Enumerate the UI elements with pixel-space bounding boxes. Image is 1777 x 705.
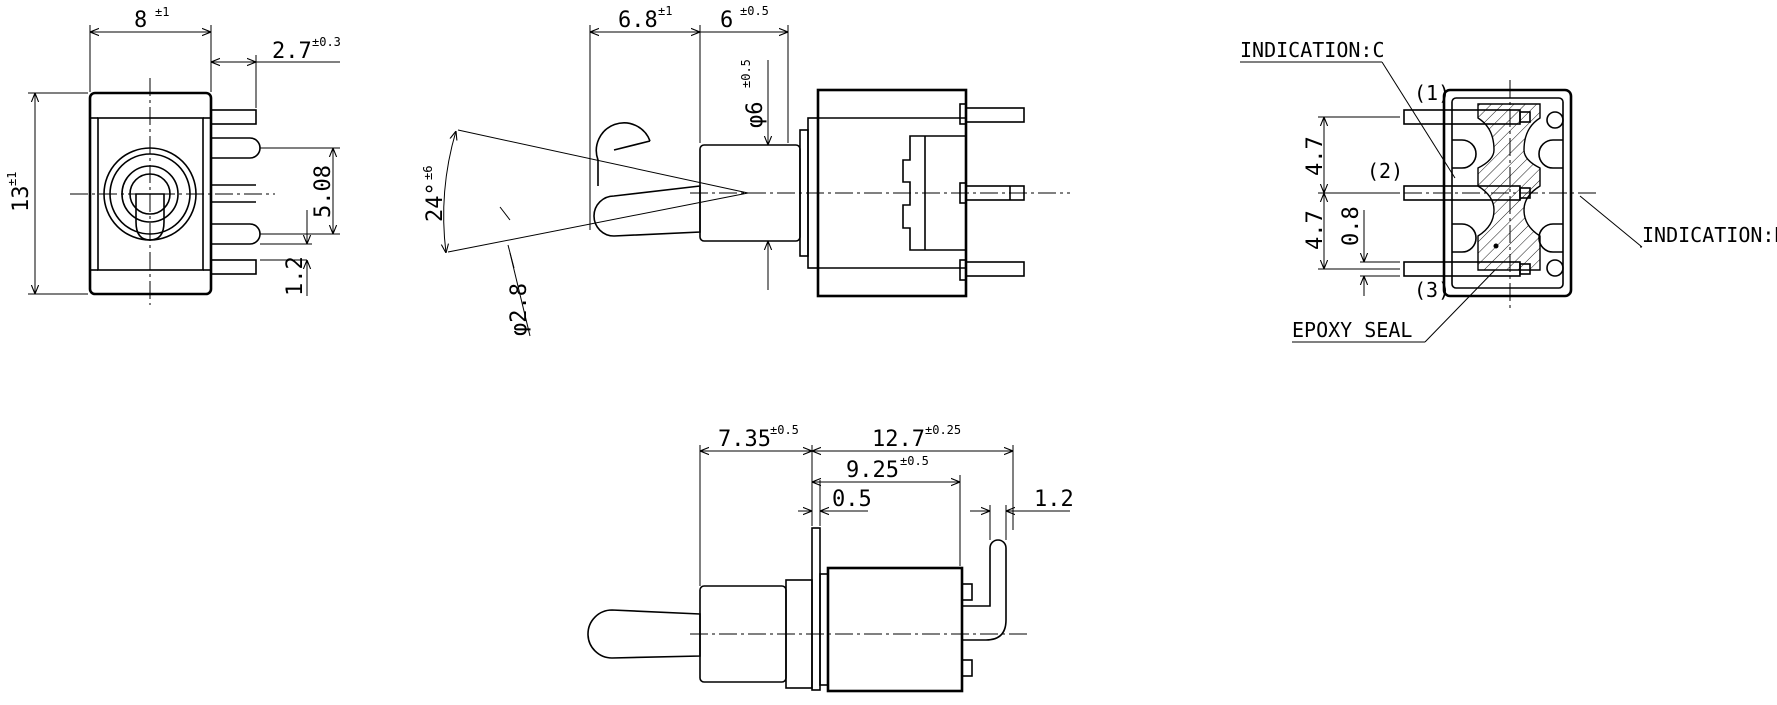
dim-bottom-body-tol: ±0.5 — [900, 454, 929, 468]
dim-rear-pitch-1: 4.7 — [1303, 136, 1328, 176]
dim-front-pitch: 5.08 — [311, 165, 336, 218]
dim-front-pin-width: 1.2 — [283, 256, 308, 296]
front-view: 8 ±1 2.7 ±0.3 13 ±1 5.08 1.2 — [5, 5, 341, 305]
dim-front-pin-offset: 2.7 — [272, 39, 312, 64]
dim-bottom-total-tol: ±0.25 — [925, 423, 961, 437]
dim-front-width-tol: ±1 — [155, 5, 169, 19]
label-pin-1: (1) — [1414, 81, 1450, 105]
bottom-view: 7.35 ±0.5 12.7 ±0.25 9.25 ±0.5 0.5 1.2 — [587, 423, 1074, 693]
label-indication-c: INDICATION:C — [1240, 38, 1385, 62]
dim-side-angle: 24° — [423, 182, 448, 222]
dim-side-bushing-len: 6 — [720, 8, 733, 33]
dim-front-height: 13 — [9, 186, 34, 213]
dim-side-angle-tol: ±6 — [421, 166, 435, 180]
dim-bottom-lever-len: 7.35 — [718, 427, 771, 452]
dim-bottom-body-len: 9.25 — [846, 458, 899, 483]
dim-side-lever-tol: ±1 — [658, 4, 672, 18]
dim-bottom-pin-width: 1.2 — [1034, 487, 1074, 512]
dim-rear-pin-width: 0.8 — [1339, 206, 1364, 246]
dim-front-width: 8 — [134, 8, 147, 33]
label-epoxy-seal: EPOXY SEAL — [1292, 318, 1412, 342]
label-indication-d: INDICATION:D — [1642, 223, 1777, 247]
label-pin-3: (3) — [1414, 278, 1450, 302]
rear-view: 4.7 4.7 0.8 INDICATION:C (1) (2) (3) IND… — [1240, 38, 1777, 343]
dim-side-bushing-dia-tol: ±0.5 — [739, 59, 753, 88]
dim-front-height-tol: ±1 — [5, 172, 19, 186]
dim-bottom-total-len: 12.7 — [872, 427, 925, 452]
dim-side-lever-dia: φ2.8 — [507, 283, 532, 336]
side-view: 24° ±6 φ2.8 6.8 ±1 6 ±0.5 φ6 ±0.5 — [421, 4, 1070, 337]
label-pin-2: (2) — [1367, 159, 1403, 183]
dim-side-bushing-dia: φ6 — [743, 102, 768, 129]
dim-side-lever-len: 6.8 — [618, 8, 658, 33]
dim-side-bushing-tol: ±0.5 — [740, 4, 769, 18]
dim-rear-pitch-2: 4.7 — [1303, 210, 1328, 250]
dim-bottom-lever-tol: ±0.5 — [770, 423, 799, 437]
dim-front-pin-offset-tol: ±0.3 — [312, 35, 341, 49]
dim-bottom-flange: 0.5 — [832, 487, 872, 512]
